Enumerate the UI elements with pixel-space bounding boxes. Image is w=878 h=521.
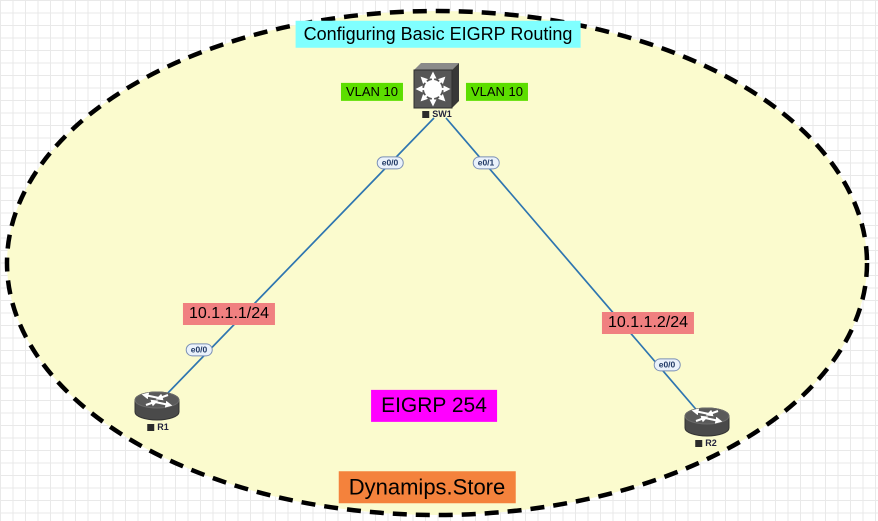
device-icon-sw1[interactable]: [413, 63, 459, 109]
label-square-icon: [695, 439, 703, 447]
device-icon-r1[interactable]: [134, 391, 180, 421]
device-name-text: R2: [705, 438, 717, 448]
router-arrows-glyph: [141, 392, 173, 408]
device-icon-r2[interactable]: [684, 407, 730, 437]
label-square-icon: [422, 110, 430, 118]
ip-note-r2[interactable]: 10.1.1.2/24: [601, 312, 695, 334]
ip-note-r1[interactable]: 10.1.1.1/24: [182, 303, 276, 325]
device-label-r2[interactable]: R2: [695, 438, 717, 448]
device-label-r1[interactable]: R1: [147, 422, 169, 432]
eigrp-note[interactable]: EIGRP 254: [371, 389, 497, 423]
brand-note[interactable]: Dynamips.Store: [338, 471, 516, 503]
iface-badge-sw1-e0-1[interactable]: e0/1: [472, 156, 500, 170]
title-note[interactable]: Configuring Basic EIGRP Routing: [295, 20, 581, 48]
device-name-text: SW1: [432, 109, 452, 119]
device-label-sw1[interactable]: SW1: [422, 109, 452, 119]
vlan-note-right[interactable]: VLAN 10: [465, 82, 529, 102]
device-name-text: R1: [157, 422, 169, 432]
vlan-note-left[interactable]: VLAN 10: [340, 82, 404, 102]
label-square-icon: [147, 423, 155, 431]
iface-badge-r1-e0-0[interactable]: e0/0: [185, 343, 213, 357]
iface-badge-sw1-e0-0[interactable]: e0/0: [376, 156, 404, 170]
iface-badge-r2-e0-0[interactable]: e0/0: [653, 358, 681, 372]
lab-boundary-ellipse: [4, 8, 870, 518]
router-arrows-glyph: [691, 408, 723, 424]
